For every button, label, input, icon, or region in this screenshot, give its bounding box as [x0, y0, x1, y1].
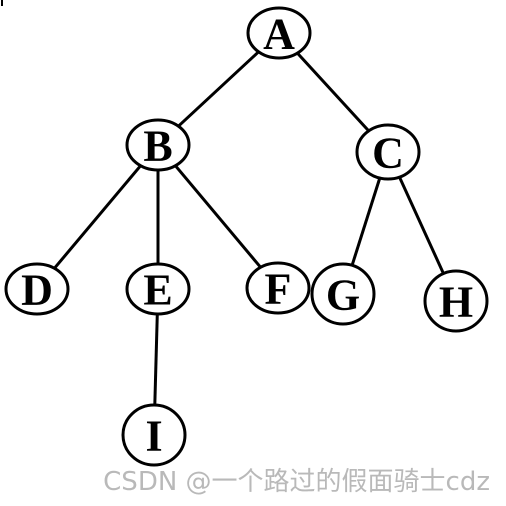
node-f: F — [245, 261, 311, 315]
node-e: E — [125, 262, 191, 316]
edge-e-i — [153, 313, 159, 406]
node-c: C — [355, 123, 421, 181]
node-d: D — [4, 262, 70, 316]
node-label: I — [145, 412, 162, 461]
node-label: G — [326, 271, 360, 320]
node-label: H — [439, 278, 473, 327]
edge-b-f — [174, 164, 262, 269]
node-circle — [423, 269, 489, 333]
node-b: B — [125, 118, 191, 172]
node-i: I — [121, 403, 187, 467]
node-label: D — [21, 266, 53, 315]
edge-c-h — [398, 176, 445, 275]
node-circle — [355, 123, 421, 181]
node-g: G — [310, 262, 376, 326]
node-label: B — [143, 122, 172, 171]
node-circle — [4, 262, 70, 316]
node-circle — [121, 403, 187, 467]
node-a: A — [246, 6, 312, 60]
edge-a-c — [296, 52, 370, 132]
node-h: H — [423, 269, 489, 333]
node-label: F — [265, 265, 292, 314]
edge-a-b — [177, 50, 260, 128]
node-label: E — [143, 266, 172, 315]
node-circle — [310, 262, 376, 326]
csdn-watermark: CSDN @一个路过的假面骑士cdz — [103, 467, 490, 497]
node-circle — [125, 118, 191, 172]
tree-edges — [53, 50, 445, 406]
edge-c-g — [350, 177, 382, 266]
edge-b-d — [53, 164, 142, 270]
node-circle — [125, 262, 191, 316]
node-circle — [246, 6, 312, 60]
node-label: C — [372, 129, 404, 178]
node-label: A — [263, 10, 295, 59]
node-circle — [245, 261, 311, 315]
